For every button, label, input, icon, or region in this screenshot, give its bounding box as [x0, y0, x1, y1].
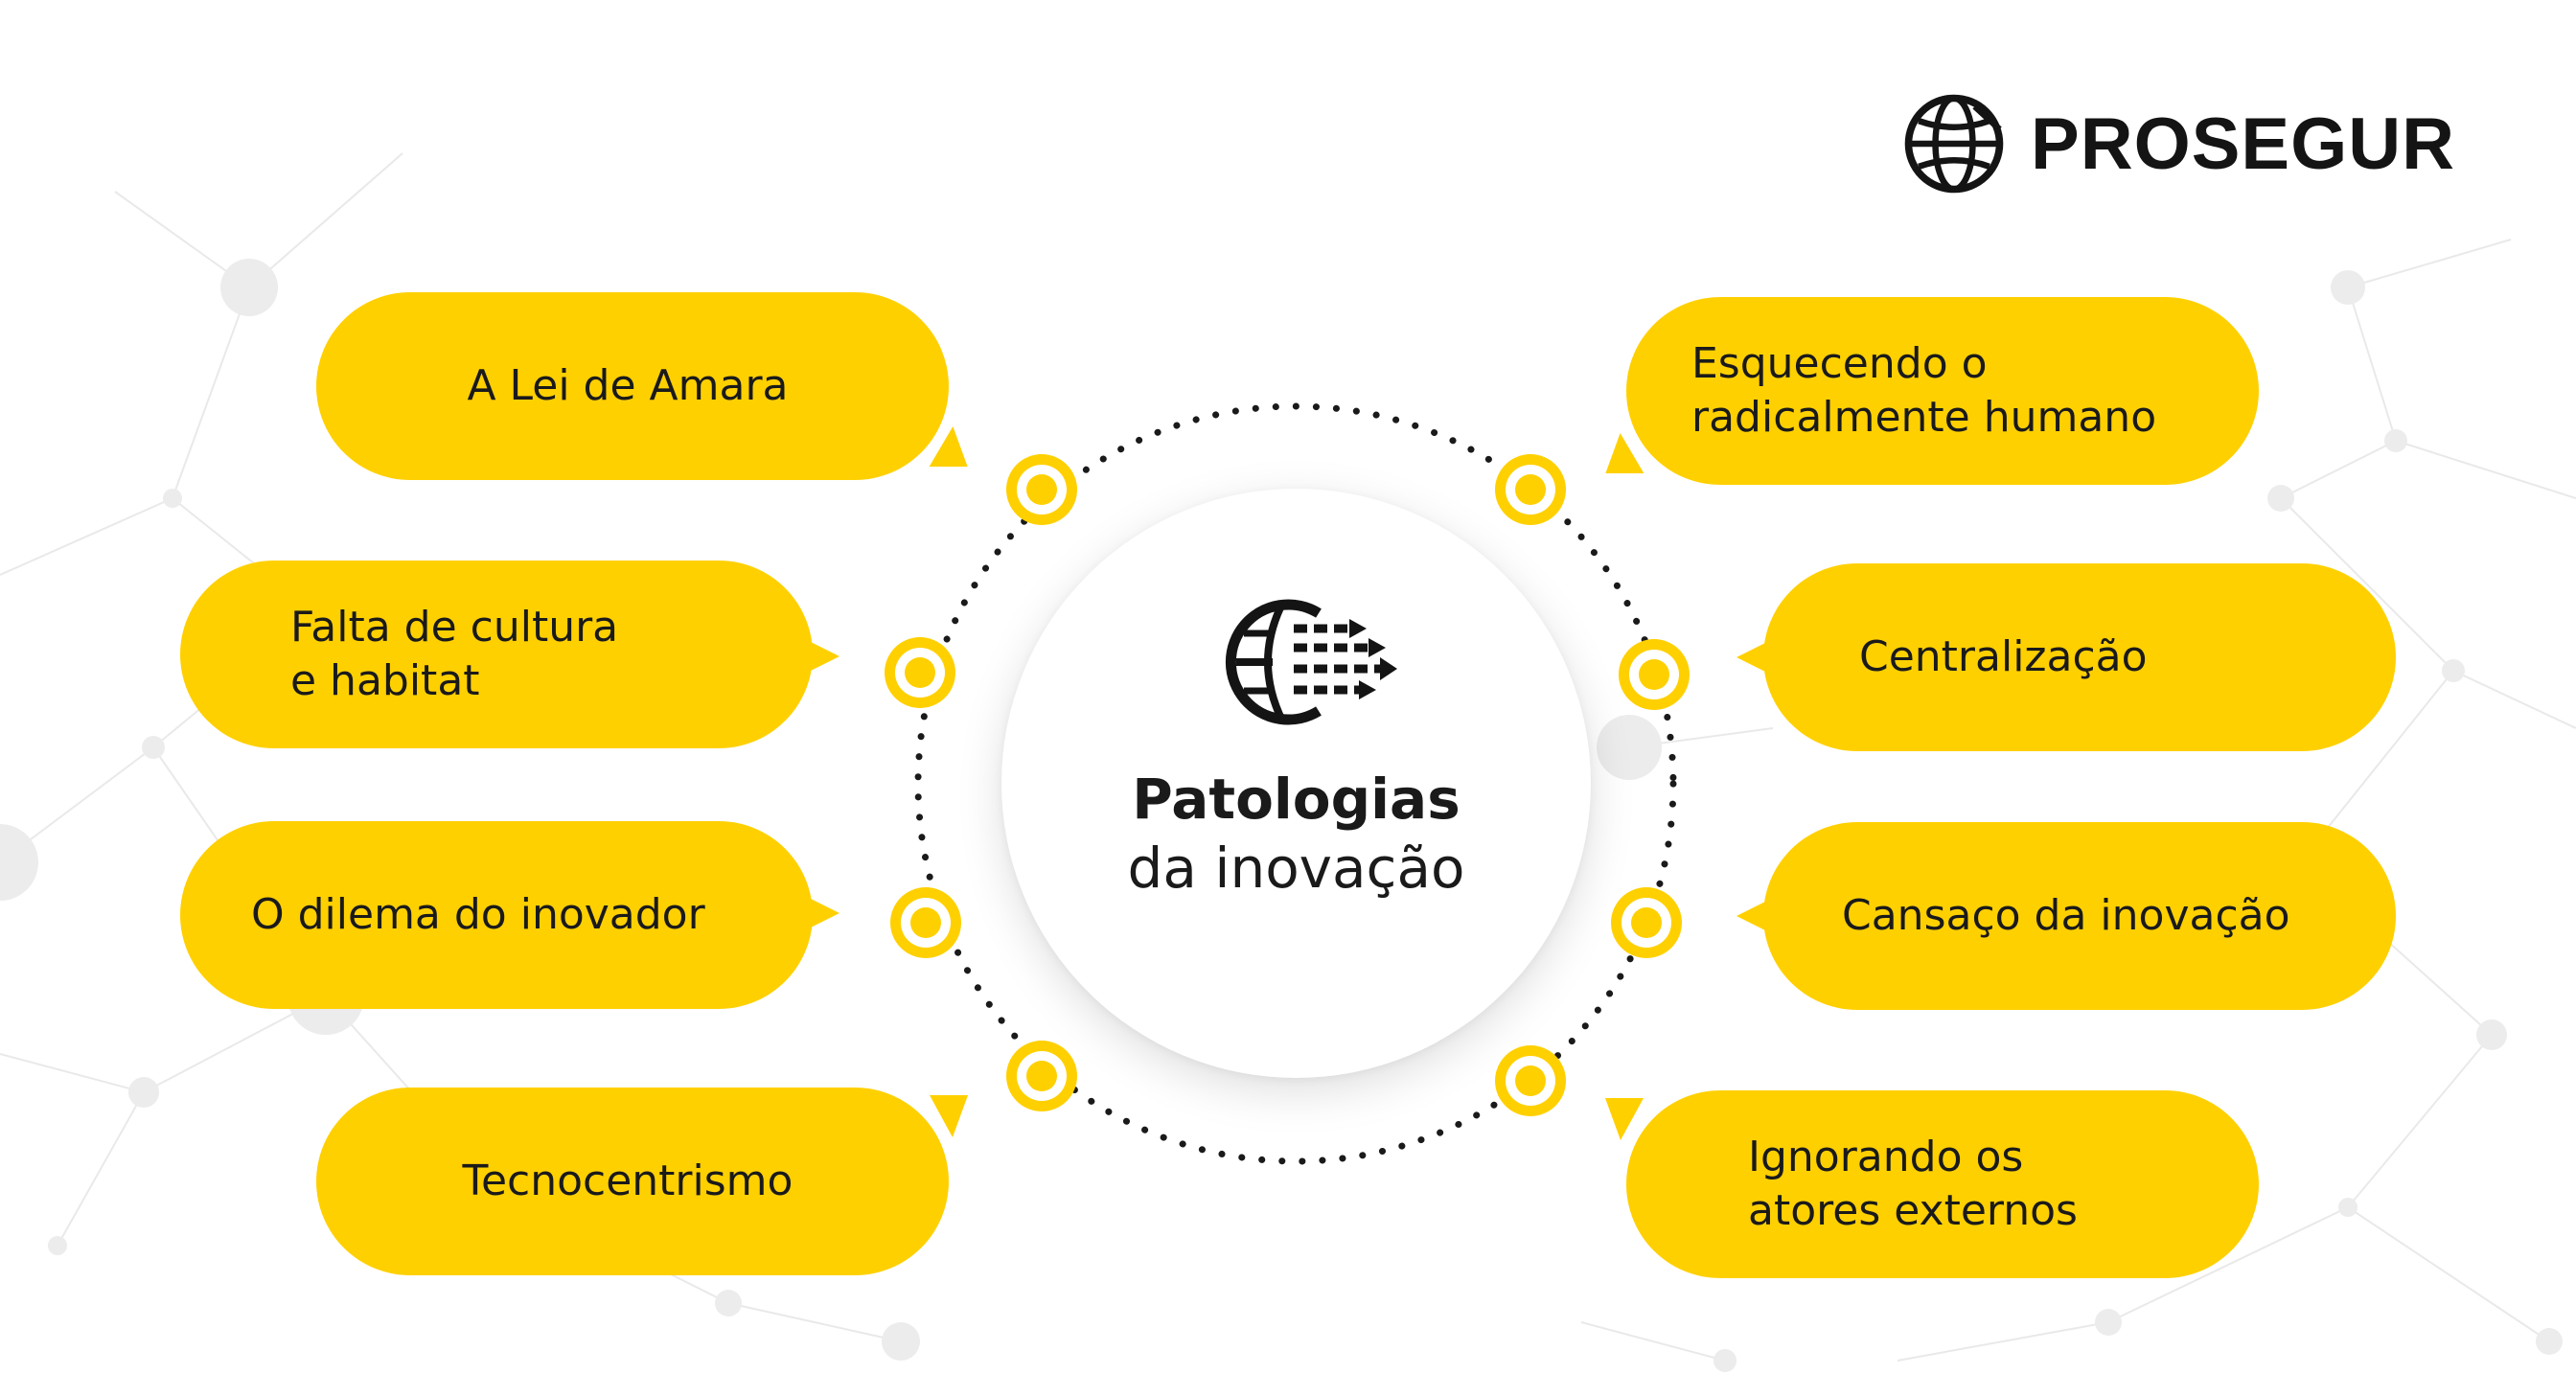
bubble-esquecendo-o-radicalmente-humano: Esquecendo o radicalmente humano [1605, 297, 2259, 485]
ring-node [890, 887, 961, 958]
bubble-label: Centralização [1859, 632, 2148, 681]
ring-node [1495, 1045, 1566, 1116]
bubble-label: Cansaço da inovação [1842, 891, 2290, 940]
globe-arrows-icon [1225, 599, 1397, 725]
bubble-dilema-do-inovador: O dilema do inovador [180, 821, 840, 1009]
brand-name: PROSEGUR [2031, 103, 2455, 185]
bubble-tail [1736, 897, 1775, 935]
prosegur-logo: PROSEGUR [1902, 91, 2455, 196]
bubble-ignorando-os-atores-externos: Ignorando os atores externos [1604, 1090, 2259, 1278]
ring-node [1495, 454, 1566, 525]
ring-node [1611, 887, 1682, 958]
bubble-tail [801, 637, 840, 676]
bubble-falta-de-cultura: Falta de cultura e habitat [180, 561, 840, 748]
globe-icon [1904, 94, 2004, 194]
bubble-lei-de-amara: A Lei de Amara [316, 292, 968, 480]
bubble-tecnocentrismo: Tecnocentrismo [316, 1088, 969, 1275]
center-circle [1001, 489, 1591, 1078]
bubble-tail [1736, 638, 1775, 676]
bubble-centralizacao: Centralização [1736, 563, 2396, 751]
bubble-label: Esquecendo o radicalmente humano [1691, 339, 2157, 442]
bubble-label: Falta de cultura e habitat [290, 603, 619, 705]
center-title: Patologias [1132, 767, 1460, 832]
bubble-label: A Lei de Amara [467, 361, 789, 410]
center-subtitle: da inovação [1127, 836, 1465, 901]
ring-node [885, 637, 955, 708]
bubble-cansaco-da-inovacao: Cansaço da inovação [1736, 822, 2396, 1010]
bubble-label: Ignorando os atores externos [1748, 1133, 2078, 1235]
bubble-tail [801, 894, 840, 932]
ring-node [1619, 639, 1690, 710]
bubble-label: Tecnocentrismo [462, 1157, 794, 1205]
ring-node [1006, 454, 1077, 525]
bubble-label: O dilema do inovador [251, 890, 705, 939]
ring-node [1006, 1041, 1077, 1111]
